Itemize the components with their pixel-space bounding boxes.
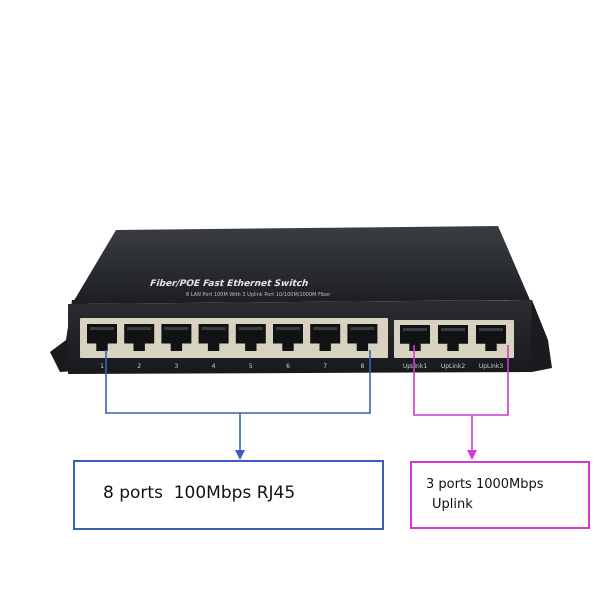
uplink-port-1 bbox=[400, 325, 430, 351]
lan-port-8 bbox=[347, 324, 378, 351]
panel-title: Fiber/POE Fast Ethernet Switch bbox=[150, 279, 309, 289]
lan-port-number: 7 bbox=[323, 363, 327, 370]
lan-port-6 bbox=[273, 324, 303, 351]
panel-subtitle: 8 LAN Port 100M With 3 Uplink Port 10/10… bbox=[186, 292, 331, 298]
uplink-port-label: UpLink2 bbox=[441, 363, 465, 370]
uplink-callout-arrowhead bbox=[467, 450, 477, 460]
switch-top-surface bbox=[72, 226, 530, 304]
lan-port-number: 3 bbox=[174, 363, 178, 370]
lan-port-number: 8 bbox=[360, 363, 364, 370]
lan-port-5 bbox=[235, 324, 266, 351]
lan-port-number: 4 bbox=[212, 363, 216, 370]
lan-port-4 bbox=[198, 324, 229, 351]
lan-port-3 bbox=[161, 324, 192, 351]
uplink-port-2 bbox=[438, 325, 468, 351]
lan-port-1 bbox=[87, 324, 117, 351]
lan-callout-arrowhead bbox=[235, 450, 245, 460]
uplink-port-3 bbox=[476, 325, 506, 351]
uplink-port-label: UpLink3 bbox=[479, 363, 503, 370]
lan-port-number: 1 bbox=[100, 363, 104, 370]
lan-port-2 bbox=[124, 324, 155, 351]
uplink-callout-connector bbox=[413, 345, 509, 416]
uplink-callout-line1: 3 ports 1000Mbps bbox=[426, 477, 544, 492]
uplink-port-label: UpLink1 bbox=[403, 363, 427, 370]
lan-port-number: 2 bbox=[137, 363, 141, 370]
uplink-callout-box: 3 ports 1000Mbps Uplink bbox=[410, 461, 590, 529]
lan-callout-connector bbox=[105, 350, 371, 414]
lan-port-number: 6 bbox=[286, 363, 290, 370]
lan-callout-box: 8 ports 100Mbps RJ45 bbox=[73, 460, 384, 530]
lan-port-number: 5 bbox=[249, 363, 253, 370]
uplink-callout-line2: Uplink bbox=[432, 497, 473, 512]
lan-port-7 bbox=[310, 324, 341, 351]
lan-callout-text: 8 ports 100Mbps RJ45 bbox=[103, 483, 296, 503]
